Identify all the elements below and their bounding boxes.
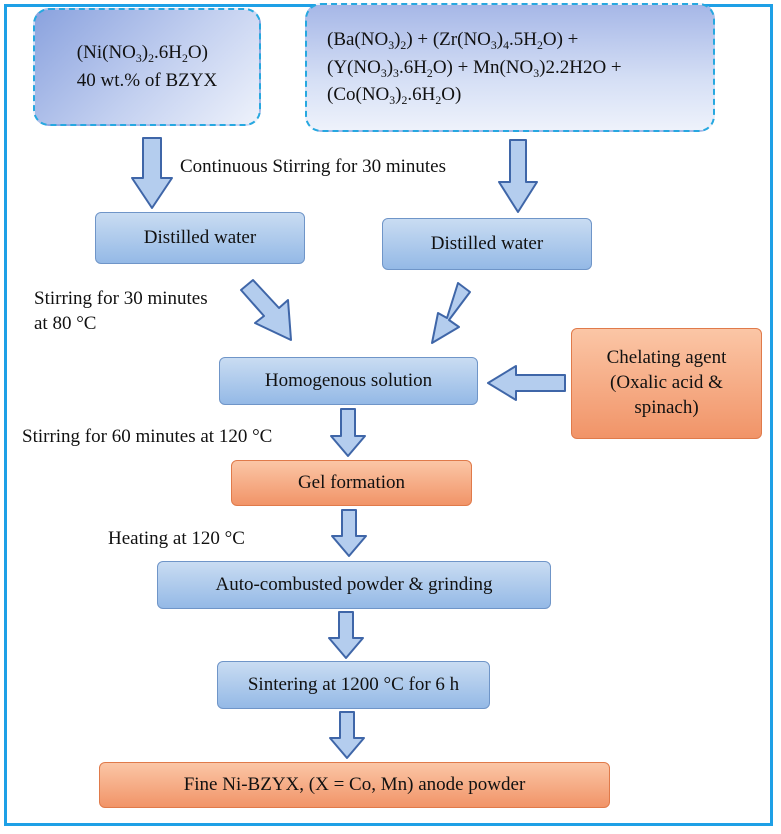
down-arrow-icon — [131, 137, 173, 209]
diagonal-arrow-icon — [240, 279, 292, 341]
diagonal-arrow-icon — [431, 282, 471, 344]
distilled-water-right-box: Distilled water — [382, 218, 592, 270]
auto-combusted-text: Auto-combusted powder & grinding — [215, 573, 493, 595]
final-product-text: Fine Ni-BZYX, (X = Co, Mn) anode powder — [183, 773, 526, 795]
down-arrow-icon — [329, 711, 365, 759]
ni-loading-text: 40 wt.% of BZYX — [76, 70, 218, 91]
auto-combusted-box: Auto-combusted powder & grinding — [157, 561, 551, 609]
sintering-box: Sintering at 1200 °C for 6 h — [217, 661, 490, 709]
precursors-line-3: (Co(NO3)2.6H2O) — [327, 84, 462, 108]
homogenous-solution-box: Homogenous solution — [219, 357, 478, 405]
gel-formation-box: Gel formation — [231, 460, 472, 506]
left-arrow-icon — [487, 365, 566, 401]
chelating-agent-box: Chelating agent (Oxalic acid & spinach) — [571, 328, 762, 439]
distilled-water-left-box: Distilled water — [95, 212, 305, 264]
precursors-line-1: (Ba(NO3)2) + (Zr(NO3)4.5H2O) + — [327, 29, 579, 53]
precursors-line-2: (Y(NO3)3.6H2O) + Mn(NO3)2.2H2O + — [327, 56, 622, 80]
down-arrow-icon — [331, 509, 367, 557]
precursors-box: (Ba(NO3)2) + (Zr(NO3)4.5H2O) + (Y(NO3)3.… — [305, 3, 715, 132]
ni-nitrate-box: (Ni(NO3)2.6H2O) 40 wt.% of BZYX — [33, 8, 261, 126]
down-arrow-icon — [330, 408, 366, 457]
chelating-agent-text: Chelating agent (Oxalic acid & spinach) — [606, 347, 727, 418]
stirring-120-label: Stirring for 60 minutes at 120 °C — [22, 426, 273, 447]
down-arrow-icon — [328, 611, 364, 659]
sintering-text: Sintering at 1200 °C for 6 h — [247, 673, 460, 695]
heating-120-label: Heating at 120 °C — [108, 528, 245, 549]
continuous-stirring-label: Continuous Stirring for 30 minutes — [180, 156, 446, 177]
homogenous-solution-text: Homogenous solution — [264, 369, 433, 391]
down-arrow-icon — [498, 139, 538, 213]
final-product-box: Fine Ni-BZYX, (X = Co, Mn) anode powder — [99, 762, 610, 808]
stirring-80-label: Stirring for 30 minutes at 80 °C — [34, 288, 208, 334]
distilled-water-left-text: Distilled water — [143, 226, 257, 248]
gel-formation-text: Gel formation — [297, 471, 406, 493]
ni-nitrate-formula: (Ni(NO3)2.6H2O) — [76, 42, 208, 66]
distilled-water-right-text: Distilled water — [430, 232, 544, 254]
